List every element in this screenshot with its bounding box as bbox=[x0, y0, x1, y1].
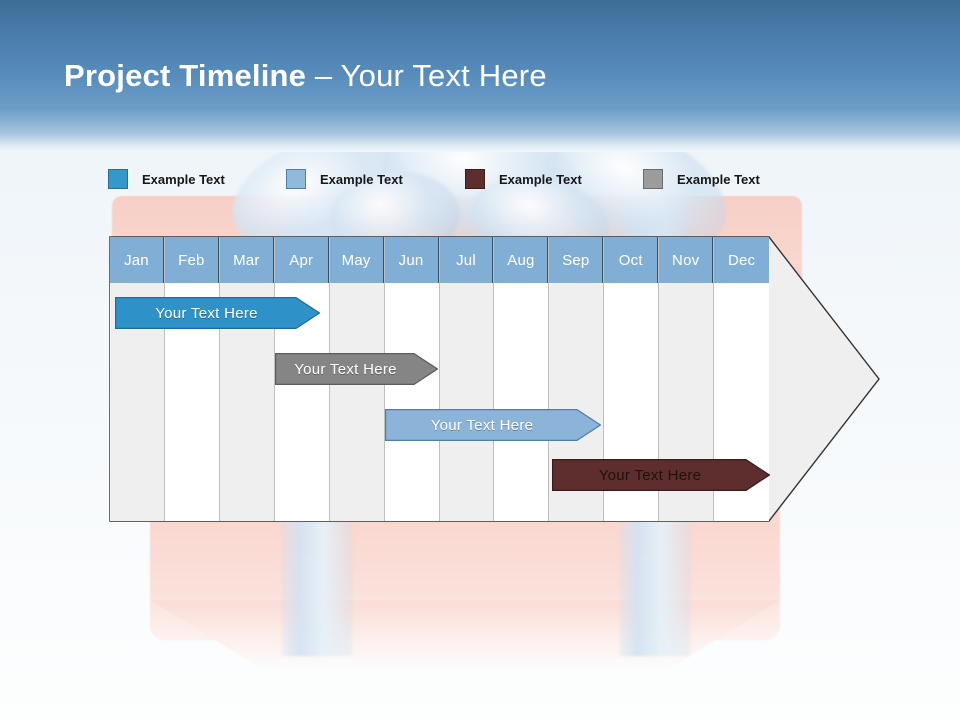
task-bar-arrow-shape bbox=[115, 297, 320, 329]
timeline-column-mar: Mar bbox=[219, 237, 275, 521]
timeline-column-feb: Feb bbox=[164, 237, 220, 521]
month-header-jul[interactable]: Jul bbox=[439, 237, 494, 283]
page-title-bold: Project Timeline bbox=[64, 58, 307, 93]
legend-item-2[interactable]: Example Text bbox=[286, 166, 403, 192]
legend-item-4[interactable]: Example Text bbox=[643, 166, 760, 192]
header-band bbox=[0, 0, 960, 152]
legend-item-label: Example Text bbox=[499, 171, 582, 187]
task-bar-4[interactable]: Your Text Here bbox=[552, 459, 770, 491]
legend-swatch-blue bbox=[108, 169, 128, 189]
task-bar-2[interactable]: Your Text Here bbox=[275, 353, 438, 385]
month-header-apr[interactable]: Apr bbox=[274, 237, 329, 283]
legend: Example Text Example Text Example Text Exam… bbox=[108, 166, 908, 194]
legend-swatch-gray bbox=[643, 169, 663, 189]
task-bar-label: Your Text Here bbox=[155, 304, 258, 322]
task-bar-label: Your Text Here bbox=[598, 466, 702, 484]
task-bar-label: Your Text Here bbox=[430, 416, 534, 434]
month-header-dec[interactable]: Dec bbox=[714, 237, 770, 283]
timeline-column-jan: Jan bbox=[110, 237, 165, 521]
legend-item-label: Example Text bbox=[677, 171, 760, 187]
task-bar-arrow-shape bbox=[275, 353, 438, 385]
task-bar-1[interactable]: Your Text Here bbox=[115, 297, 320, 329]
page-title-light: Your Text Here bbox=[340, 58, 547, 93]
page-title-separator: – bbox=[306, 58, 341, 93]
month-header-may[interactable]: May bbox=[329, 237, 384, 283]
timeline-column-aug: Aug bbox=[494, 237, 550, 521]
legend-swatch-maroon bbox=[465, 169, 485, 189]
task-bar-3[interactable]: Your Text Here bbox=[385, 409, 601, 441]
legend-item-label: Example Text bbox=[320, 171, 403, 187]
month-header-sep[interactable]: Sep bbox=[549, 237, 604, 283]
legend-item-3[interactable]: Example Text bbox=[465, 166, 582, 192]
task-bar-label: Your Text Here bbox=[294, 360, 397, 378]
month-header-jun[interactable]: Jun bbox=[384, 237, 439, 283]
month-header-jan[interactable]: Jan bbox=[110, 237, 164, 283]
legend-swatch-light-blue bbox=[286, 169, 306, 189]
timeline-column-jul: Jul bbox=[439, 237, 495, 521]
month-header-nov[interactable]: Nov bbox=[659, 237, 714, 283]
task-bar-arrow-shape bbox=[385, 409, 601, 441]
month-header-feb[interactable]: Feb bbox=[164, 237, 219, 283]
task-bar-arrow-shape bbox=[552, 459, 770, 491]
month-header-mar[interactable]: Mar bbox=[219, 237, 274, 283]
legend-item-1[interactable]: Example Text bbox=[108, 166, 225, 192]
month-header-oct[interactable]: Oct bbox=[604, 237, 659, 283]
page-title: Project Timeline – Your Text Here bbox=[64, 56, 547, 96]
legend-item-label: Example Text bbox=[142, 171, 225, 187]
month-header-aug[interactable]: Aug bbox=[494, 237, 549, 283]
